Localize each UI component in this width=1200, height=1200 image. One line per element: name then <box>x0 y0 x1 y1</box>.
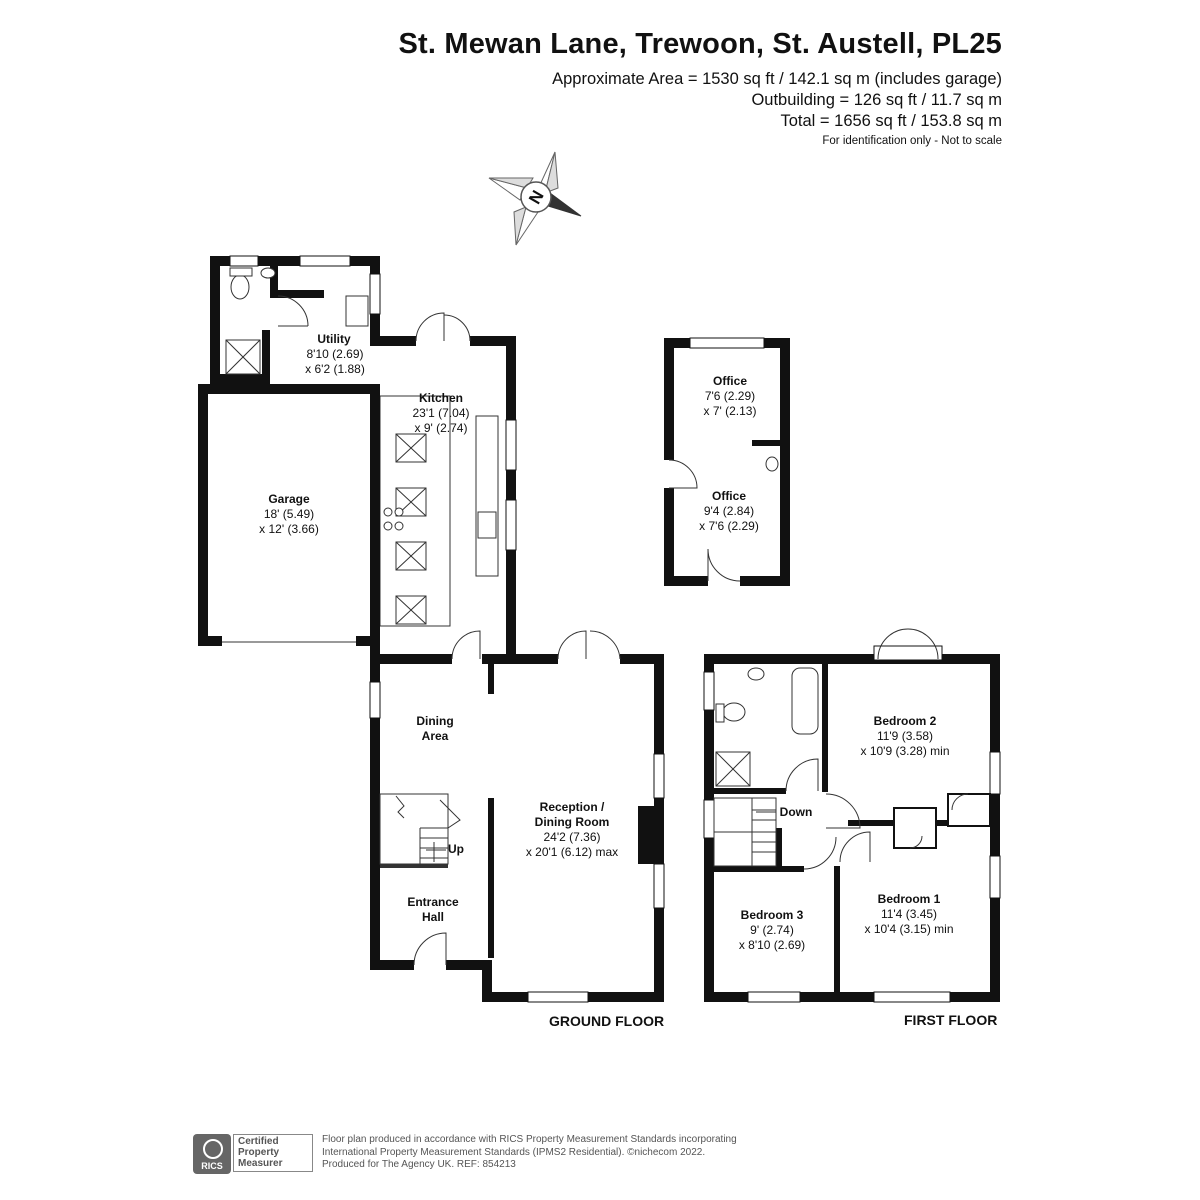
entrance-hall-label-2: Hall <box>422 910 444 924</box>
entrance-hall-label-1: Entrance <box>407 895 459 909</box>
approximate-area-text: Approximate Area = 1530 sq ft / 142.1 sq… <box>552 70 1002 88</box>
bedroom-1-dim2: x 10'4 (3.15) min <box>865 922 954 936</box>
office-1-label: Office <box>713 374 747 388</box>
office-1-dim2: x 7' (2.13) <box>704 404 757 418</box>
bedroom-3-dim2: x 8'10 (2.69) <box>739 938 805 952</box>
bedroom-2-dim1: 11'9 (3.58) <box>877 729 933 743</box>
footer-line-3: Produced for The Agency UK. REF: 854213 <box>322 1159 516 1170</box>
kitchen-dim2: x 9' (2.74) <box>415 421 468 435</box>
reception-dim2: x 20'1 (6.12) max <box>526 845 618 859</box>
dining-area-label-1: Dining <box>416 714 453 728</box>
office-2-label: Office <box>712 489 746 503</box>
utility-label: Utility <box>317 332 351 346</box>
reception-label-1: Reception / <box>540 800 605 814</box>
utility-dim2: x 6'2 (1.88) <box>305 362 365 376</box>
kitchen-dim1: 23'1 (7.04) <box>413 406 470 420</box>
bedroom-2-label: Bedroom 2 <box>874 714 937 728</box>
total-area-text: Total = 1656 sq ft / 153.8 sq m <box>780 112 1002 130</box>
stairs-down-label: Down <box>780 805 813 819</box>
office-2-dim2: x 7'6 (2.29) <box>699 519 759 533</box>
reception-label-2: Dining Room <box>535 815 610 829</box>
kitchen-label: Kitchen <box>419 391 463 405</box>
rics-certified-badge: RICS Certified Property Measurer <box>193 1134 317 1174</box>
first-floor-plan <box>703 628 1001 1003</box>
bedroom-1-dim1: 11'4 (3.45) <box>881 907 937 921</box>
bedroom-1-label: Bedroom 1 <box>878 892 941 906</box>
certified-measurer-text: Certified Property Measurer <box>233 1134 313 1172</box>
office-2-dim1: 9'4 (2.84) <box>704 504 754 518</box>
ground-floor-label: GROUND FLOOR <box>549 1013 664 1029</box>
rics-logo-icon: RICS <box>193 1134 231 1174</box>
reception-dim1: 24'2 (7.36) <box>544 830 601 844</box>
outbuilding-plan <box>664 337 790 586</box>
footer-line-1: Floor plan produced in accordance with R… <box>322 1134 737 1145</box>
property-address-title: St. Mewan Lane, Trewoon, St. Austell, PL… <box>398 28 1002 60</box>
bedroom-2-dim2: x 10'9 (3.28) min <box>861 744 950 758</box>
disclaimer-text: For identification only - Not to scale <box>822 135 1002 147</box>
garage-label: Garage <box>268 492 310 506</box>
ground-floor-plan <box>198 255 665 1003</box>
footer-note: Floor plan produced in accordance with R… <box>322 1134 737 1172</box>
dining-area-label-2: Area <box>422 729 449 743</box>
north-arrow-icon: N <box>488 151 582 246</box>
bedroom-3-label: Bedroom 3 <box>741 908 804 922</box>
first-floor-label: FIRST FLOOR <box>904 1012 997 1028</box>
utility-dim1: 8'10 (2.69) <box>307 347 364 361</box>
garage-dim1: 18' (5.49) <box>264 507 314 521</box>
outbuilding-area-text: Outbuilding = 126 sq ft / 11.7 sq m <box>751 91 1002 109</box>
bedroom-3-dim1: 9' (2.74) <box>750 923 794 937</box>
stairs-up-label: Up <box>448 842 464 856</box>
footer-line-2: International Property Measurement Stand… <box>322 1146 706 1158</box>
office-1-dim1: 7'6 (2.29) <box>705 389 755 403</box>
garage-dim2: x 12' (3.66) <box>259 522 319 536</box>
